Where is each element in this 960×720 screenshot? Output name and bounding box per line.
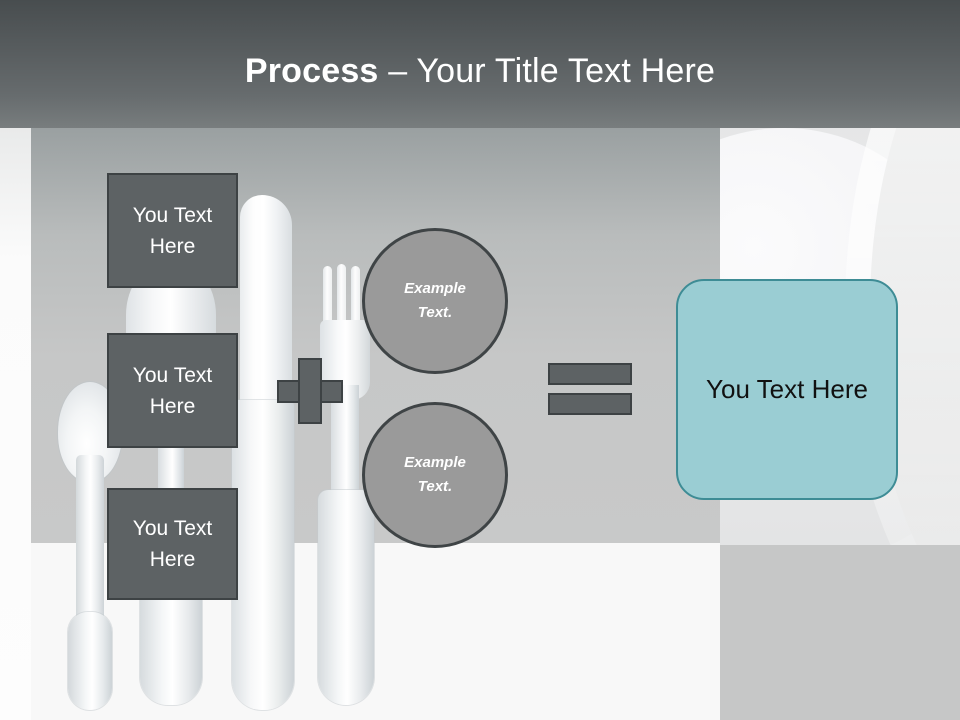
table-edge-lower-right: [720, 545, 960, 720]
knife-icon-handle: [232, 400, 294, 710]
equals-icon-top-bar: [548, 363, 632, 385]
equals-icon: [548, 363, 632, 415]
fork-icon-handle: [318, 490, 374, 705]
equals-icon-bottom-bar: [548, 393, 632, 415]
plus-icon: [277, 358, 343, 424]
fork-icon-tine-2: [337, 264, 346, 344]
page-title-rest: – Your Title Text Here: [378, 52, 716, 90]
title-band: [0, 0, 960, 128]
page-title: Process – Your Title Text Here: [0, 50, 960, 92]
plus-icon-center: [300, 382, 320, 401]
fork-icon-tine-1: [323, 266, 332, 346]
page-title-bold: Process: [244, 52, 379, 90]
spoon-icon-handle: [68, 612, 112, 710]
fork-icon-tine-3: [351, 266, 360, 346]
background-left-strip: [0, 128, 31, 720]
result-box-label: You Text Here: [706, 374, 868, 404]
result-box[interactable]: You Text Here: [676, 279, 898, 500]
table-edge-lower-left: [420, 543, 720, 720]
